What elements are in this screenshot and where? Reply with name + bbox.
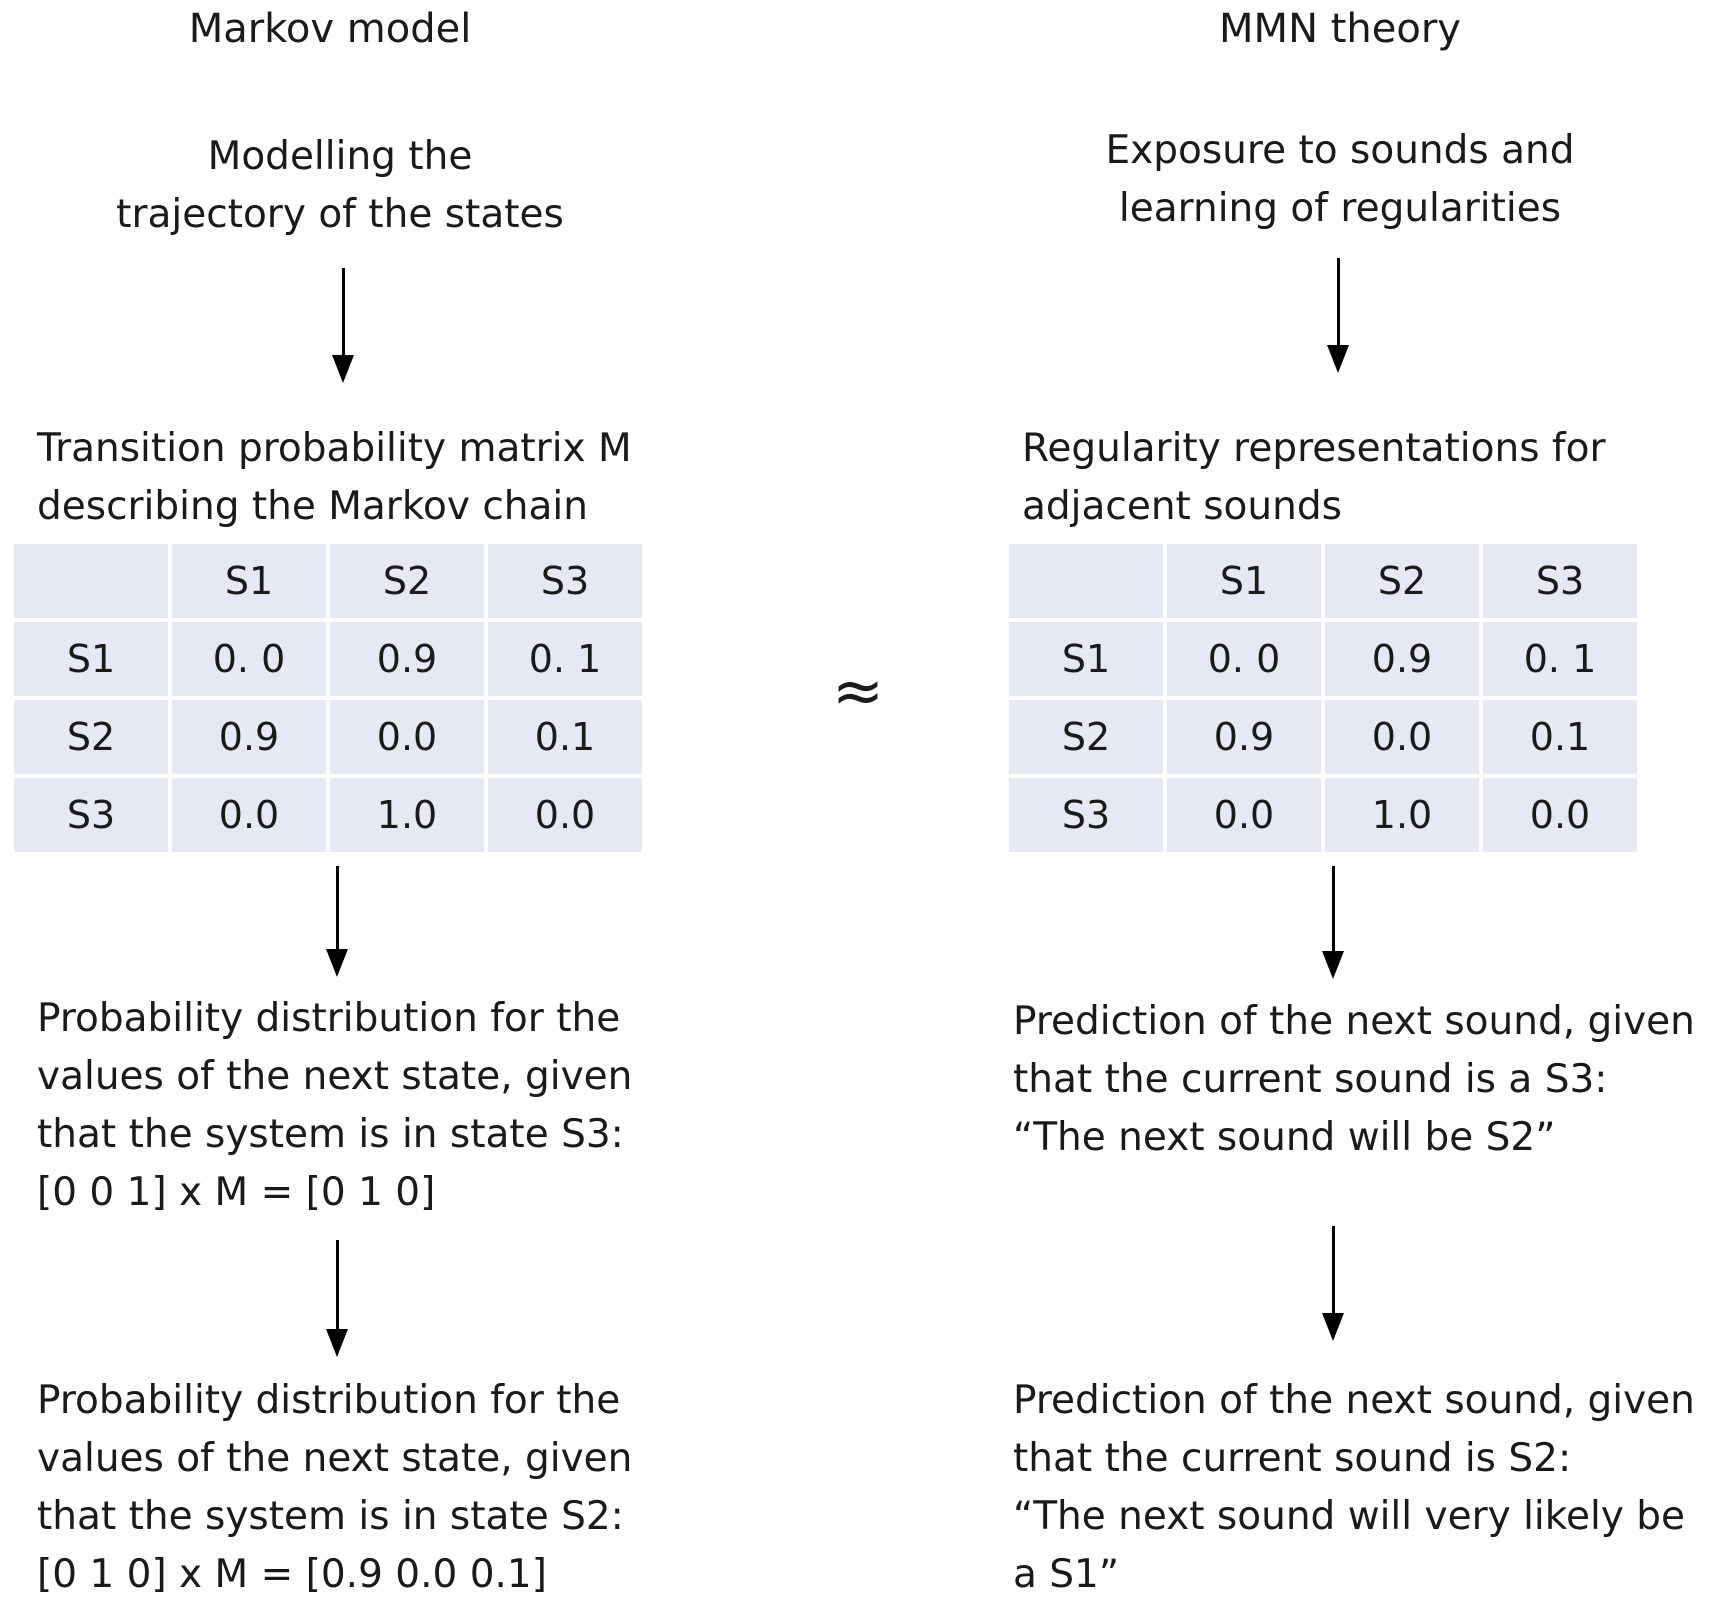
matrix-cell: S2 [1325,544,1479,618]
matrix-cell: 0.0 [1483,778,1637,852]
matrix-cell: 0. 1 [488,622,642,696]
right-arrow-3 [1318,1226,1348,1342]
right-column-title: MMN theory [1219,6,1461,52]
left-column-title: Markov model [188,6,472,52]
matrix-row: S1 0. 0 0.9 0. 1 [1009,622,1637,696]
matrix-header-row: S1 S2 S3 [14,544,642,618]
matrix-cell: 0. 0 [172,622,326,696]
matrix-cell: 0.9 [1325,622,1479,696]
left-step1-line: Modelling the [207,134,473,179]
matrix-cell: 1.0 [330,778,484,852]
right-step4-line: Prediction of the next sound, given [1013,1378,1695,1423]
left-step3-line: that the system is in state S3: [37,1112,624,1157]
matrix-cell: S3 [14,778,168,852]
right-step1-text: Exposure to sounds and learning of regul… [1060,122,1620,238]
matrix-cell: 0.0 [330,700,484,774]
right-step4-text: Prediction of the next sound, given that… [1013,1372,1695,1604]
left-step4-line: that the system is in state S2: [37,1494,624,1539]
left-step3-text: Probability distribution for the values … [37,990,632,1222]
matrix-cell: 0. 0 [1167,622,1321,696]
matrix-cell: S2 [14,700,168,774]
matrix-cell: 0.0 [1325,700,1479,774]
left-step2-text: Transition probability matrix M describi… [37,420,632,536]
matrix-cell: 0.1 [1483,700,1637,774]
right-step3-line: that the current sound is a S3: [1013,1057,1608,1102]
left-step4-line: values of the next state, given [37,1436,633,1481]
right-regularity-matrix: S1 S2 S3 S1 0. 0 0.9 0. 1 S2 0.9 0.0 0.1… [1005,540,1641,856]
matrix-cell: S1 [172,544,326,618]
right-step4-line: a S1” [1013,1552,1120,1597]
matrix-cell: 0.1 [488,700,642,774]
left-step3-line: Probability distribution for the [37,996,621,1041]
left-arrow-3 [322,1240,352,1358]
right-step3-line: “The next sound will be S2” [1013,1115,1556,1160]
matrix-row: S2 0.9 0.0 0.1 [14,700,642,774]
matrix-cell: S2 [330,544,484,618]
matrix-row: S3 0.0 1.0 0.0 [14,778,642,852]
matrix-cell: 0.0 [1167,778,1321,852]
right-step1-line: learning of regularities [1118,186,1562,231]
matrix-cell: 0.0 [488,778,642,852]
left-arrow-1 [328,268,358,383]
matrix-cell: 0.9 [330,622,484,696]
left-step1-text: Modelling the trajectory of the states [80,128,600,244]
right-step2-text: Regularity representations for adjacent … [1022,420,1606,536]
left-step2-line: describing the Markov chain [37,484,588,529]
left-step4-text: Probability distribution for the values … [37,1372,632,1604]
matrix-cell: S2 [1009,700,1163,774]
matrix-cell: S3 [1483,544,1637,618]
right-step3-text: Prediction of the next sound, given that… [1013,993,1695,1167]
left-step1-line: trajectory of the states [116,192,564,237]
matrix-cell: S1 [1009,622,1163,696]
matrix-cell: 0. 1 [1483,622,1637,696]
right-arrow-2 [1318,866,1348,980]
matrix-cell: S1 [14,622,168,696]
right-step2-line: Regularity representations for [1022,426,1606,471]
matrix-cell: 0.9 [1167,700,1321,774]
matrix-cell: S1 [1167,544,1321,618]
matrix-cell: S3 [1009,778,1163,852]
left-step3-line: [0 0 1] x M = [0 1 0] [37,1170,436,1215]
matrix-cell [14,544,168,618]
left-step4-line: Probability distribution for the [37,1378,621,1423]
matrix-cell: 0.0 [172,778,326,852]
matrix-cell: S3 [488,544,642,618]
right-step4-line: that the current sound is S2: [1013,1436,1572,1481]
matrix-row: S1 0. 0 0.9 0. 1 [14,622,642,696]
matrix-row: S2 0.9 0.0 0.1 [1009,700,1637,774]
left-transition-matrix: S1 S2 S3 S1 0. 0 0.9 0. 1 S2 0.9 0.0 0.1… [10,540,646,856]
left-step3-line: values of the next state, given [37,1054,633,1099]
right-step4-line: “The next sound will very likely be [1013,1494,1686,1539]
matrix-cell [1009,544,1163,618]
right-step1-line: Exposure to sounds and [1105,128,1575,173]
matrix-row: S3 0.0 1.0 0.0 [1009,778,1637,852]
matrix-cell: 1.0 [1325,778,1479,852]
left-arrow-2 [322,866,352,978]
matrix-header-row: S1 S2 S3 [1009,544,1637,618]
left-step2-line: Transition probability matrix M [37,426,632,471]
right-step3-line: Prediction of the next sound, given [1013,999,1695,1044]
right-step2-line: adjacent sounds [1022,484,1342,529]
approx-equal-symbol: ≈ [832,654,884,727]
left-step4-line: [0 1 0] x M = [0.9 0.0 0.1] [37,1552,547,1597]
matrix-cell: 0.9 [172,700,326,774]
right-arrow-1 [1323,258,1353,373]
